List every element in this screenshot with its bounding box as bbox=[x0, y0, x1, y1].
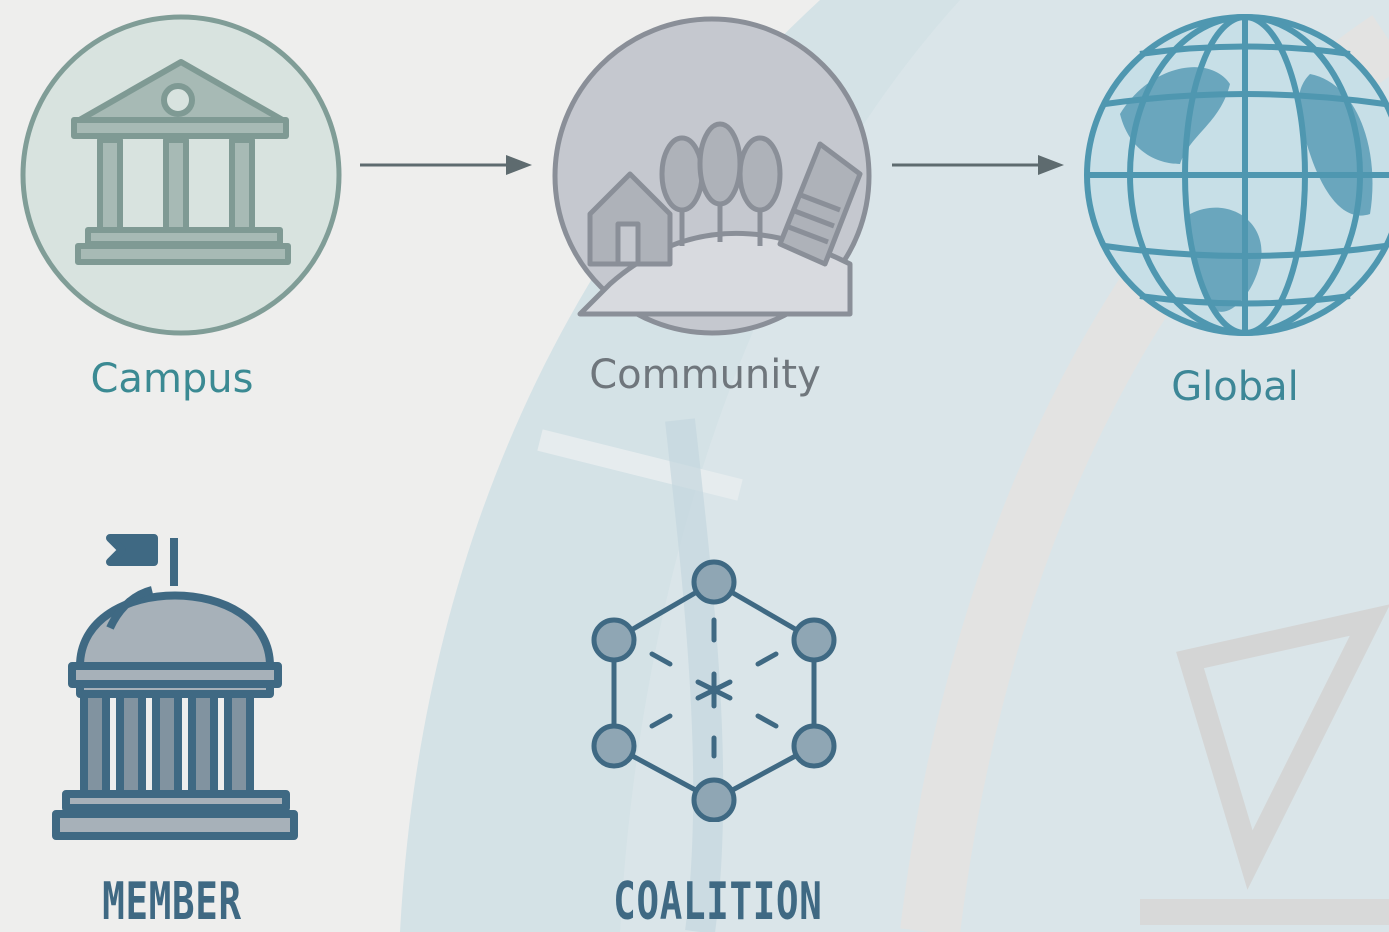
campus-label: Campus bbox=[90, 356, 254, 402]
arrow-right-icon bbox=[360, 155, 532, 175]
community-label: Community bbox=[589, 352, 821, 398]
network-hexagon-icon bbox=[591, 559, 837, 822]
global-label: Global bbox=[1171, 364, 1299, 410]
campus-building-icon bbox=[20, 14, 342, 336]
globe-icon bbox=[1084, 14, 1389, 336]
arrow-right-icon bbox=[892, 155, 1064, 175]
capitol-dome-icon bbox=[52, 534, 298, 840]
coalition-label: COALITION bbox=[613, 872, 823, 932]
member-label: MEMBER bbox=[102, 872, 242, 932]
community-town-icon bbox=[552, 16, 872, 336]
